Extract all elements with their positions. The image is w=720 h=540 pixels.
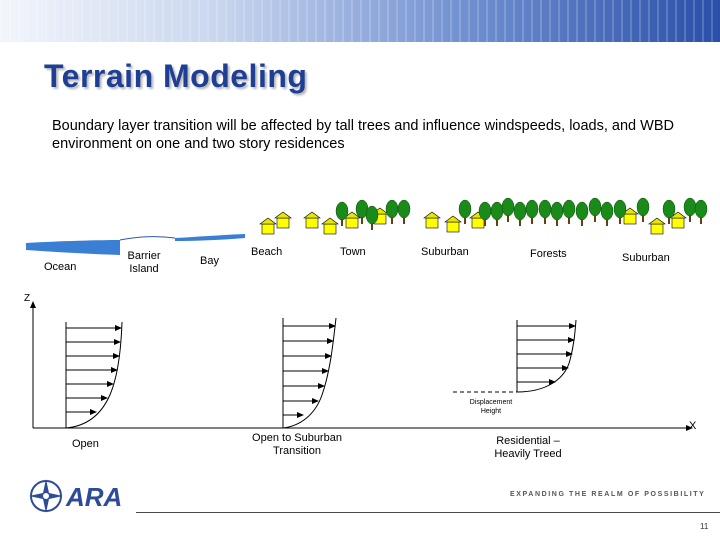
profile-open-arrows	[66, 325, 122, 415]
tree-icon	[365, 205, 379, 231]
terrain-label-suburban-2: Suburban	[622, 252, 670, 264]
tree-icon	[550, 201, 564, 227]
z-axis-label: Z	[24, 293, 31, 304]
header-banner	[0, 0, 720, 42]
terrain-label-bay: Bay	[200, 255, 219, 267]
tree-icon	[636, 197, 650, 223]
footer-divider	[136, 512, 720, 513]
tree-icon	[501, 197, 515, 223]
ground-line	[119, 236, 176, 241]
terrain-label-forests: Forests	[530, 248, 567, 260]
profile-transition-curve	[282, 317, 337, 429]
logo-text: ARA	[65, 482, 122, 512]
terrain-label-ocean: Ocean	[44, 261, 77, 273]
slide-subtitle: Boundary layer transition will be affect…	[52, 118, 674, 152]
profile-transition-arrows	[283, 323, 336, 418]
tree-icon	[588, 197, 602, 223]
house-icon	[444, 215, 462, 233]
tree-icon	[600, 201, 614, 227]
ara-logo: ARA	[26, 476, 134, 521]
tree-icon	[694, 199, 708, 225]
profile-residential-arrows	[517, 323, 576, 385]
tree-icon	[385, 199, 399, 225]
displacement-height-label: Displacement Height	[469, 399, 513, 415]
terrain-label-beach: Beach	[251, 246, 283, 258]
tree-icon	[458, 199, 472, 225]
house-icon	[259, 217, 277, 235]
tree-icon	[397, 199, 411, 225]
house-icon	[303, 211, 321, 229]
house-icon	[274, 211, 292, 229]
profile-label-residential: Residential – Heavily Treed	[494, 435, 562, 460]
house-icon	[648, 217, 666, 235]
tree-icon	[525, 199, 539, 225]
page-number: 11	[700, 522, 709, 531]
terrain-label-barrier-island: Barrier Island	[127, 250, 161, 275]
tree-icon	[683, 197, 697, 223]
tree-icon	[513, 201, 527, 227]
profile-label-open: Open	[72, 438, 99, 450]
tree-icon	[538, 199, 552, 225]
x-axis-label: X	[689, 420, 697, 432]
house-icon	[423, 211, 441, 229]
slide-title: Terrain Modeling	[44, 58, 308, 94]
bay-water	[175, 234, 245, 241]
tree-icon	[562, 199, 576, 225]
compass-icon	[29, 479, 63, 513]
terrain-label-suburban-1: Suburban	[421, 246, 469, 258]
ocean-water	[26, 240, 120, 255]
tagline: EXPANDING THE REALM OF POSSIBILITY	[510, 491, 706, 498]
profile-label-open-to-suburban: Open to Suburban Transition	[252, 432, 342, 457]
profile-residential-curve	[516, 319, 577, 393]
tree-icon	[490, 201, 504, 227]
house-icon	[321, 217, 339, 235]
tree-icon	[575, 201, 589, 227]
terrain-label-town: Town	[340, 246, 366, 258]
